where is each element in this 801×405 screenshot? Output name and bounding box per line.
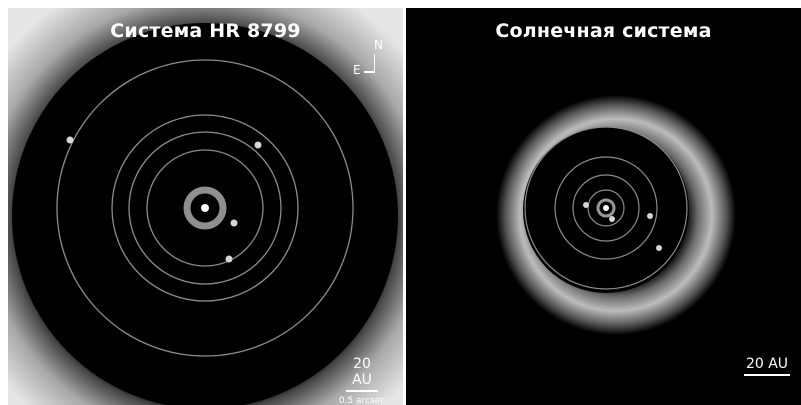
orbit-saturn [572, 174, 640, 242]
planet-e [230, 219, 238, 227]
panel-title: Система HR 8799 [110, 20, 301, 42]
orbit-d [128, 131, 282, 285]
compass-north-label: N [374, 38, 383, 52]
hr8799-panel: Система HR 8799 N E 20 AU 0.5 arcsec [8, 8, 403, 405]
scale-bar: 20 AU 0.5 arcsec [339, 356, 385, 405]
compass: N E [353, 38, 383, 78]
planet-neptune [656, 245, 662, 251]
orbit-e [146, 149, 264, 267]
planet-jupiter [583, 202, 589, 208]
panel-title: Солнечная система [495, 20, 712, 42]
scale-line [346, 390, 378, 392]
compass-east-label: E [353, 63, 361, 77]
angular-scale-label: 0.5 arcsec [338, 396, 386, 405]
orbit-neptune [524, 126, 688, 290]
orbit-uranus [554, 156, 658, 260]
planet-b [66, 136, 74, 144]
occulting-disk [12, 23, 398, 405]
planet-saturn [609, 216, 615, 222]
sun [603, 205, 609, 211]
planet-c [254, 141, 262, 149]
scale-line [744, 374, 790, 376]
scale-label: 20 AU [352, 356, 372, 388]
orbit-c [111, 114, 299, 302]
compass-north-arrow [373, 54, 375, 72]
orbit-jupiter [587, 189, 625, 227]
scale-label: 20 AU [745, 356, 789, 372]
orbit-b [56, 59, 354, 357]
inner-ring [596, 198, 616, 218]
solar-system-panel: Солнечная система 20 AU [406, 8, 801, 405]
compass-east-arrow [364, 71, 375, 73]
solar-system-image [406, 8, 801, 405]
hr8799-image [8, 8, 403, 405]
scale-bar: 20 AU [744, 356, 790, 376]
star [201, 204, 209, 212]
planet-d [225, 255, 233, 263]
inner-ring [183, 186, 227, 230]
planet-uranus [647, 213, 653, 219]
